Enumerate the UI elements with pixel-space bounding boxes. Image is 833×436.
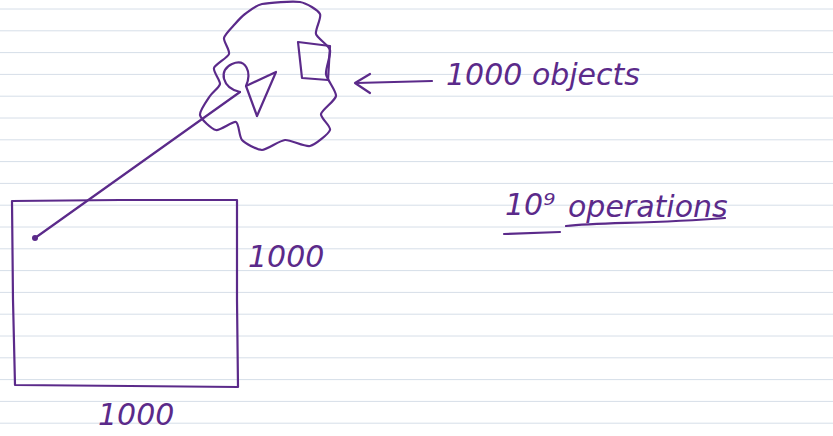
dimension-label: 1000 <box>248 239 324 274</box>
dimension-label: 1000 <box>98 397 174 432</box>
notebook-line <box>0 357 833 358</box>
notebook-line <box>0 9 833 10</box>
notebook-line <box>0 379 833 380</box>
notebook-line <box>0 248 833 249</box>
notebook-line <box>0 52 833 53</box>
notebook-line <box>0 292 833 293</box>
square-object <box>298 42 330 80</box>
ray-line <box>35 92 240 238</box>
notebook-line <box>0 161 833 162</box>
label-holder: 1000 <box>248 240 324 273</box>
leader-arrowhead <box>355 74 370 93</box>
label-holder: 1000 objects <box>446 58 640 91</box>
notebook-line <box>0 270 833 271</box>
notebook-line <box>0 314 833 315</box>
notebook-line <box>0 139 833 140</box>
callout-label: 1000 objects <box>446 57 640 92</box>
underline <box>504 232 560 234</box>
notebook-line <box>0 118 833 119</box>
notebook-line <box>0 96 833 97</box>
leader-arrow <box>356 81 432 83</box>
notebook-line <box>0 30 833 31</box>
notebook-line <box>0 336 833 337</box>
notebook-lines <box>0 9 833 423</box>
screen-rectangle <box>12 200 238 387</box>
triangle-object <box>246 72 276 116</box>
notebook-line <box>0 74 833 75</box>
quantity-label: 10⁹ <box>505 187 555 222</box>
label-holder: operations <box>568 190 728 223</box>
object-cluster <box>200 2 336 150</box>
notebook-line <box>0 227 833 228</box>
label-holder: 1000 <box>98 398 174 431</box>
quantity-label: operations <box>568 189 728 224</box>
label-holder: 10⁹ <box>505 188 555 221</box>
notebook-line <box>0 183 833 184</box>
loop-object <box>224 63 249 92</box>
